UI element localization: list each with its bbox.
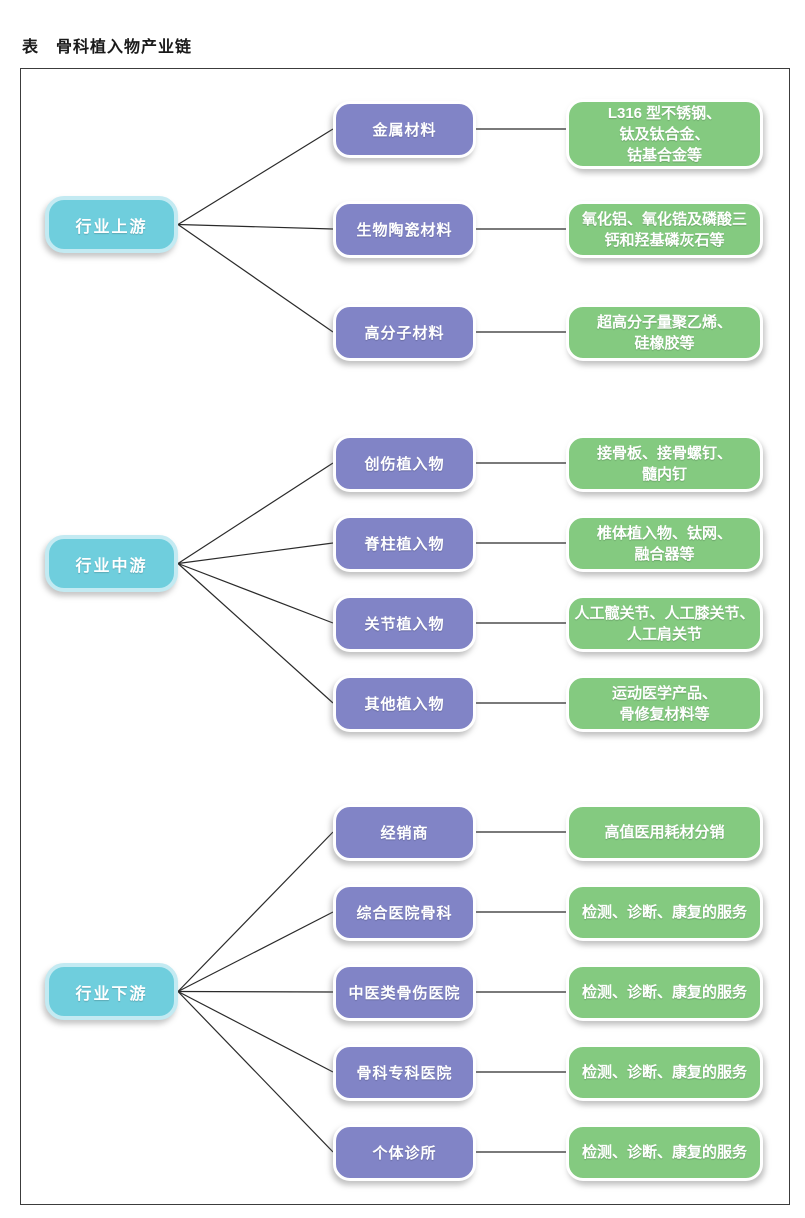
- category-box: 经销商: [333, 804, 476, 861]
- connector-lines: [177, 128, 566, 1153]
- detail-box: 检测、诊断、康复的服务: [566, 884, 763, 941]
- detail-box: 接骨板、接骨螺钉、 髓内钉: [566, 435, 763, 492]
- detail-box: 氧化铝、氧化锆及磷酸三 钙和羟基磷灰石等: [566, 201, 763, 258]
- category-box: 其他植入物: [333, 675, 476, 732]
- category-box: 综合医院骨科: [333, 884, 476, 941]
- hub-downstream: 行业下游: [45, 963, 178, 1020]
- detail-box: 椎体植入物、钛网、 融合器等: [566, 515, 763, 572]
- hub-upstream: 行业上游: [45, 196, 178, 253]
- category-box: 中医类骨伤医院: [333, 964, 476, 1021]
- detail-box: 检测、诊断、康复的服务: [566, 964, 763, 1021]
- detail-box: 超高分子量聚乙烯、 硅橡胶等: [566, 304, 763, 361]
- hub-midstream: 行业中游: [45, 535, 178, 592]
- category-box: 个体诊所: [333, 1124, 476, 1181]
- detail-box: 检测、诊断、康复的服务: [566, 1044, 763, 1101]
- detail-box: 检测、诊断、康复的服务: [566, 1124, 763, 1181]
- category-box: 关节植入物: [333, 595, 476, 652]
- category-box: 高分子材料: [333, 304, 476, 361]
- category-box: 脊柱植入物: [333, 515, 476, 572]
- category-box: 骨科专科医院: [333, 1044, 476, 1101]
- detail-box: L316 型不锈钢、 钛及钛合金、 钴基合金等: [566, 99, 763, 169]
- page-title: 表 骨科植入物产业链: [22, 39, 193, 56]
- category-box: 生物陶瓷材料: [333, 201, 476, 258]
- detail-box: 运动医学产品、 骨修复材料等: [566, 675, 763, 732]
- diagram-frame: 行业上游 行业中游 行业下游 金属材料 L316 型不锈钢、 钛及钛合金、 钴基…: [20, 68, 790, 1205]
- category-box: 创伤植入物: [333, 435, 476, 492]
- detail-box: 人工髋关节、人工膝关节、 人工肩关节: [566, 595, 763, 652]
- detail-box: 高值医用耗材分销: [566, 804, 763, 861]
- category-box: 金属材料: [333, 101, 476, 158]
